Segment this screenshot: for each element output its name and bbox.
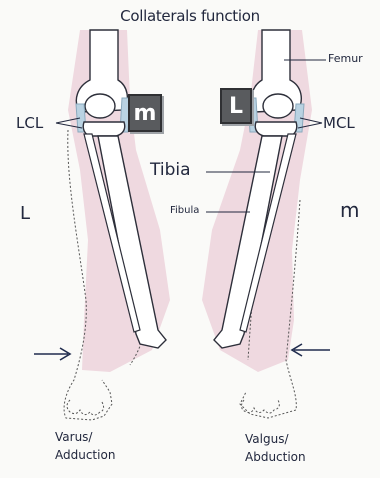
lateral-box-right: L xyxy=(220,88,252,124)
medial-side-label: m xyxy=(340,200,359,220)
fibula-label: Fibula xyxy=(170,206,199,216)
left-patella xyxy=(85,94,115,118)
femur-label: Femur xyxy=(328,53,363,64)
valgus-caption-line1: Valgus/ xyxy=(245,430,306,448)
right-patella xyxy=(263,94,293,118)
left-foot xyxy=(67,400,104,415)
varus-caption-line2: Adduction xyxy=(55,446,115,464)
tibia-label: Tibia xyxy=(150,162,191,179)
valgus-caption-line2: Abduction xyxy=(245,448,306,466)
lcl-label: LCL xyxy=(16,116,43,131)
medial-box-left: m xyxy=(128,94,162,132)
mcl-label: MCL xyxy=(323,116,355,131)
left-force-arrow xyxy=(34,348,70,360)
right-force-arrow xyxy=(292,344,330,356)
valgus-caption: Valgus/ Abduction xyxy=(245,430,306,466)
right-foot xyxy=(241,400,279,413)
varus-caption-line1: Varus/ xyxy=(55,428,115,446)
lateral-side-label: L xyxy=(20,205,30,223)
varus-caption: Varus/ Adduction xyxy=(55,428,115,464)
